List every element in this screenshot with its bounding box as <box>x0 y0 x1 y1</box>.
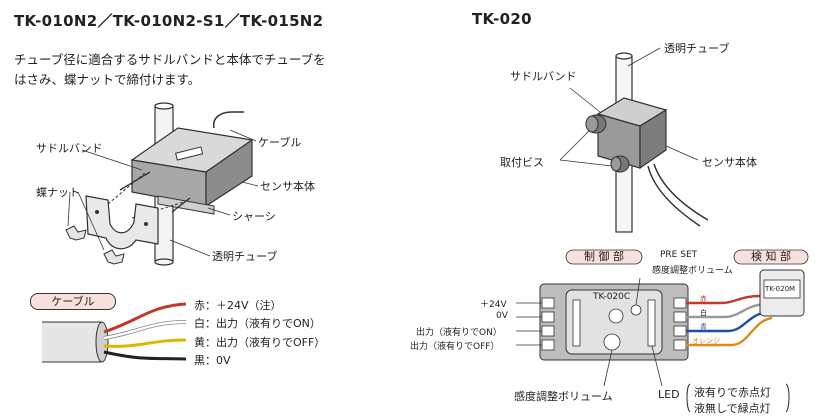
right-leader-lines <box>559 47 699 167</box>
control-tag: 制 御 部 <box>584 250 624 263</box>
detect-tag: 検 知 部 <box>751 250 791 263</box>
terminal-out-off: 出力（液有りでOFF） <box>410 342 500 352</box>
wire-label-orange: オレンジ <box>692 337 720 345</box>
wire-label-white: 白 <box>700 309 707 317</box>
wire-legend-red: 赤：＋24V（注） <box>194 299 282 312</box>
terminal-24v: ＋24V <box>480 300 507 310</box>
label-chassis: シャーシ <box>232 210 276 223</box>
sensor-label: TK-020M <box>765 285 796 293</box>
mount-screw-icon <box>585 114 630 173</box>
wing-nut-icon <box>65 225 125 265</box>
wiring-leader-lines <box>603 277 663 387</box>
detect-tag-shape <box>733 249 809 265</box>
left-saddle-band <box>85 195 159 250</box>
label-right-clear-tube: 透明チューブ <box>664 42 730 55</box>
led-line1: 液有りで赤点灯 <box>694 386 771 399</box>
wire-label-red: 赤 <box>700 295 707 303</box>
terminal-leads <box>516 302 542 346</box>
cable-legend-tag: ケーブル <box>30 293 116 310</box>
volume-label: 感度調整ボリューム <box>514 390 613 403</box>
led-bracket-right <box>785 383 790 413</box>
right-sensor-body <box>596 97 709 227</box>
label-wing-nut: 蝶ナット <box>36 186 80 199</box>
label-saddle-band: サドルバンド <box>36 142 103 155</box>
unit-label: TK-020C <box>593 292 631 302</box>
terminal-0v: 0V <box>496 311 508 321</box>
left-desc-line1: チューブ径に適合するサドルバンドと本体でチューブを <box>14 52 326 67</box>
label-mount-screw: 取付ビス <box>500 156 544 169</box>
right-title: TK-020 <box>472 10 532 28</box>
label-right-saddle-band: サドルバンド <box>510 70 577 83</box>
wire-legend-black: 黒：0V <box>194 354 231 367</box>
left-desc-line2: はさみ、蝶ナットで締付けます。 <box>14 72 201 87</box>
led-line2: 液無しで緑点灯 <box>694 402 771 415</box>
label-clear-tube: 透明チューブ <box>212 250 278 263</box>
label-cable: ケーブル <box>258 136 302 149</box>
left-leader-lines <box>67 129 259 257</box>
left-title: TK-010N2／TK-010N2-S1／TK-015N2 <box>14 12 324 30</box>
wire-label-blue: 青 <box>700 323 707 331</box>
label-right-sensor-body: センサ本体 <box>702 156 757 169</box>
preset-line2: 感度調整ボリューム <box>652 266 733 276</box>
left-chassis <box>157 195 215 215</box>
wire-legend-yellow: 黄：出力（液有りでOFF） <box>194 336 326 349</box>
control-unit <box>539 283 689 361</box>
terminal-out-on: 出力（液有りでON） <box>416 328 502 338</box>
led-bracket <box>686 383 691 413</box>
led-label: LED <box>658 388 680 401</box>
control-tag-shape <box>565 249 643 265</box>
sensor-unit <box>759 269 805 317</box>
wire-legend-white: 白：出力（液有りでON） <box>194 317 321 330</box>
cable-legend-drawing <box>42 302 187 363</box>
left-sensor-body <box>130 111 254 208</box>
preset-line1: PRE SET <box>660 250 698 260</box>
label-sensor-body: センサ本体 <box>260 180 315 193</box>
